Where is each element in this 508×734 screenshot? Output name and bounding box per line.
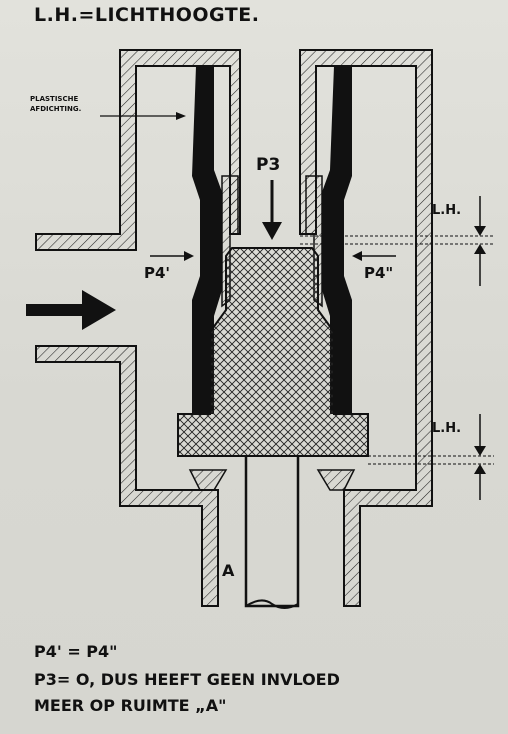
housing-left-wall [35, 49, 241, 251]
lh-bottom-marker [368, 414, 494, 500]
label-p4-right: P4" [364, 264, 393, 282]
piston-rod [244, 456, 300, 609]
inlet-arrow [26, 290, 116, 330]
label-p4-left: P4' [144, 264, 170, 282]
diagram-title: L.H.=LICHTHOOGTE. [34, 4, 260, 26]
note-line-3: MEER OP RUIMTE „A" [34, 696, 227, 715]
lh-top-marker [300, 196, 494, 286]
seal-right [322, 66, 352, 414]
seal-left [192, 66, 222, 414]
label-p3: P3 [256, 155, 280, 175]
note-line-1: P4' = P4" [34, 642, 118, 661]
label-lh-bottom: L.H. [432, 421, 461, 436]
p4-left-arrow [150, 251, 194, 261]
housing-lower-left [35, 345, 219, 607]
lower-seal-right [316, 469, 356, 491]
p4-right-arrow [352, 251, 396, 261]
p3-arrow [262, 180, 282, 240]
lower-seal-left [188, 469, 228, 491]
note-line-2: P3= O, DUS HEEFT GEEN INVLOED [34, 670, 340, 689]
label-lh-top: L.H. [432, 203, 461, 218]
label-plastische-1: PLASTISCHE [30, 95, 78, 103]
label-plastische-2: AFDICHTING. [30, 105, 81, 113]
label-a: A [222, 561, 235, 580]
plastic-seals [192, 66, 352, 414]
